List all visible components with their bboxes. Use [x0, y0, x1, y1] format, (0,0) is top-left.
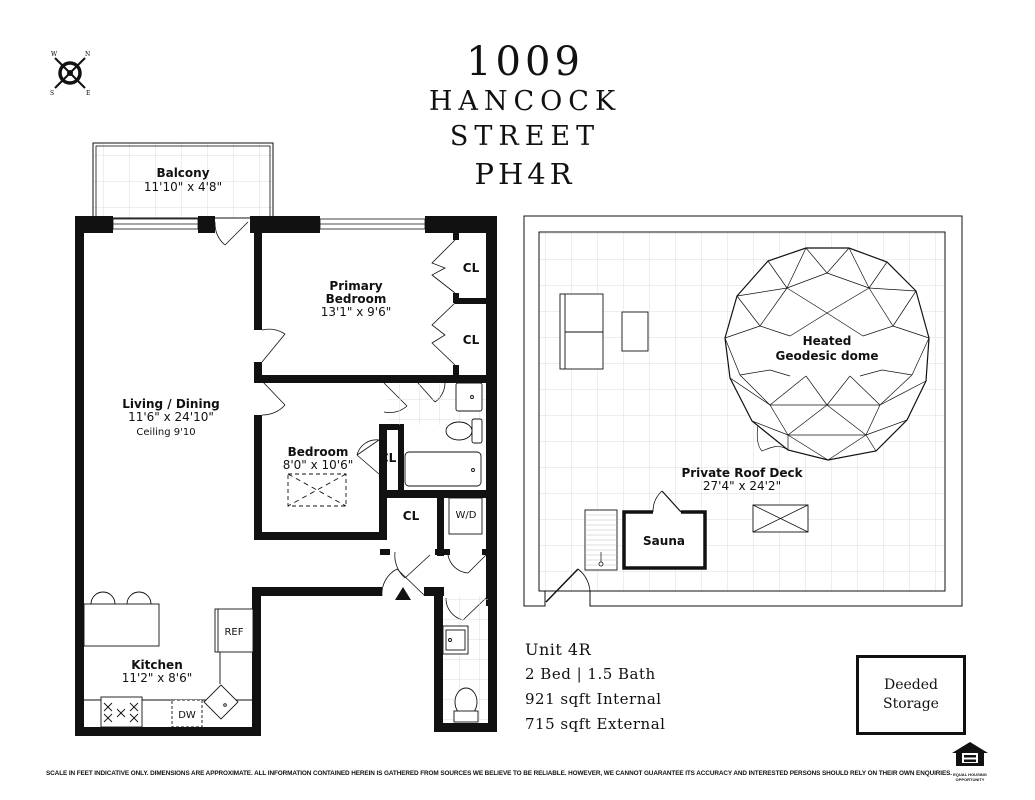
- kitchen-fixtures: [83, 591, 254, 728]
- entry-closet-label: CL: [403, 509, 420, 523]
- deeded-storage-box: Deeded Storage: [856, 655, 966, 735]
- balcony-name: Balcony: [156, 166, 209, 180]
- storage-line1: Deeded: [883, 677, 938, 693]
- bedroom-dims: 8'0" x 10'6": [283, 458, 354, 472]
- compass-e: E: [86, 90, 90, 97]
- unit-code: PH4R: [474, 157, 576, 191]
- kitchen-dims: 11'2" x 8'6": [122, 671, 193, 685]
- windows: [112, 218, 426, 230]
- sauna-name: Sauna: [643, 534, 685, 548]
- fixtures: [287, 382, 483, 723]
- refrigerator: [214, 608, 254, 653]
- compass-rose-icon: W N S E: [45, 48, 95, 98]
- washer-dryer-label: W/D: [456, 510, 477, 521]
- balcony-dims: 11'10" x 4'8": [144, 180, 222, 194]
- roof-deck-name: Private Roof Deck: [681, 466, 803, 480]
- equal-housing-line2: OPPORTUNITY: [955, 777, 985, 782]
- unit-walls: [75, 216, 497, 736]
- equal-housing-line1: EQUAL HOUSING: [953, 772, 987, 777]
- street-name-line2: STREET: [449, 121, 601, 152]
- refrigerator-label: REF: [224, 627, 243, 638]
- room-labels: Primary Bedroom 13'1" x 9'6" CL CL Livin…: [122, 261, 480, 721]
- bedroom-closet-label: CL: [380, 451, 397, 465]
- property-title: 1009 HANCOCK STREET PH4R: [400, 40, 650, 194]
- balcony: Balcony 11'10" x 4'8": [92, 142, 274, 219]
- living-dining-ceiling: Ceiling 9'10: [136, 427, 195, 438]
- external-area: 715 sqft External: [525, 715, 666, 733]
- unit-name: Unit 4R: [525, 640, 592, 659]
- equal-housing-icon: [952, 742, 988, 766]
- kitchen-name: Kitchen: [131, 658, 183, 672]
- dome-name-2: Geodesic dome: [776, 349, 879, 363]
- primary-closet-1-label: CL: [463, 261, 480, 275]
- roof-deck-dims: 27'4" x 24'2": [703, 479, 781, 493]
- primary-bedroom-dims: 13'1" x 9'6": [321, 305, 392, 319]
- compass-n: N: [85, 51, 90, 58]
- bedroom-name: Bedroom: [288, 445, 349, 459]
- street-name-line1: HANCOCK: [428, 86, 622, 117]
- entry-arrow-icon: [395, 587, 411, 600]
- primary-bedroom-name-1: Primary: [329, 279, 382, 293]
- street-number: 1009: [466, 39, 584, 85]
- primary-bedroom-name-2: Bedroom: [326, 292, 387, 306]
- living-dining-name: Living / Dining: [122, 397, 219, 411]
- equal-housing-logo: EQUAL HOUSING OPPORTUNITY: [948, 740, 992, 782]
- compass-s: S: [50, 90, 54, 97]
- primary-closet-2-label: CL: [463, 333, 480, 347]
- living-dining-dims: 11'6" x 24'10": [128, 410, 214, 424]
- compass-w: W: [51, 51, 58, 58]
- unit-summary: Unit 4R 2 Bed | 1.5 Bath 921 sqft Intern…: [525, 637, 665, 737]
- storage-line2: Storage: [883, 696, 939, 712]
- internal-area: 921 sqft Internal: [525, 690, 662, 708]
- beds-baths: 2 Bed | 1.5 Bath: [525, 665, 656, 683]
- dishwasher-label: DW: [178, 710, 196, 721]
- disclaimer-text: SCALE IN FEET INDICATIVE ONLY. DIMENSION…: [46, 770, 952, 777]
- dome-name-1: Heated: [803, 334, 852, 348]
- geodesic-dome: Heated Geodesic dome: [724, 247, 930, 461]
